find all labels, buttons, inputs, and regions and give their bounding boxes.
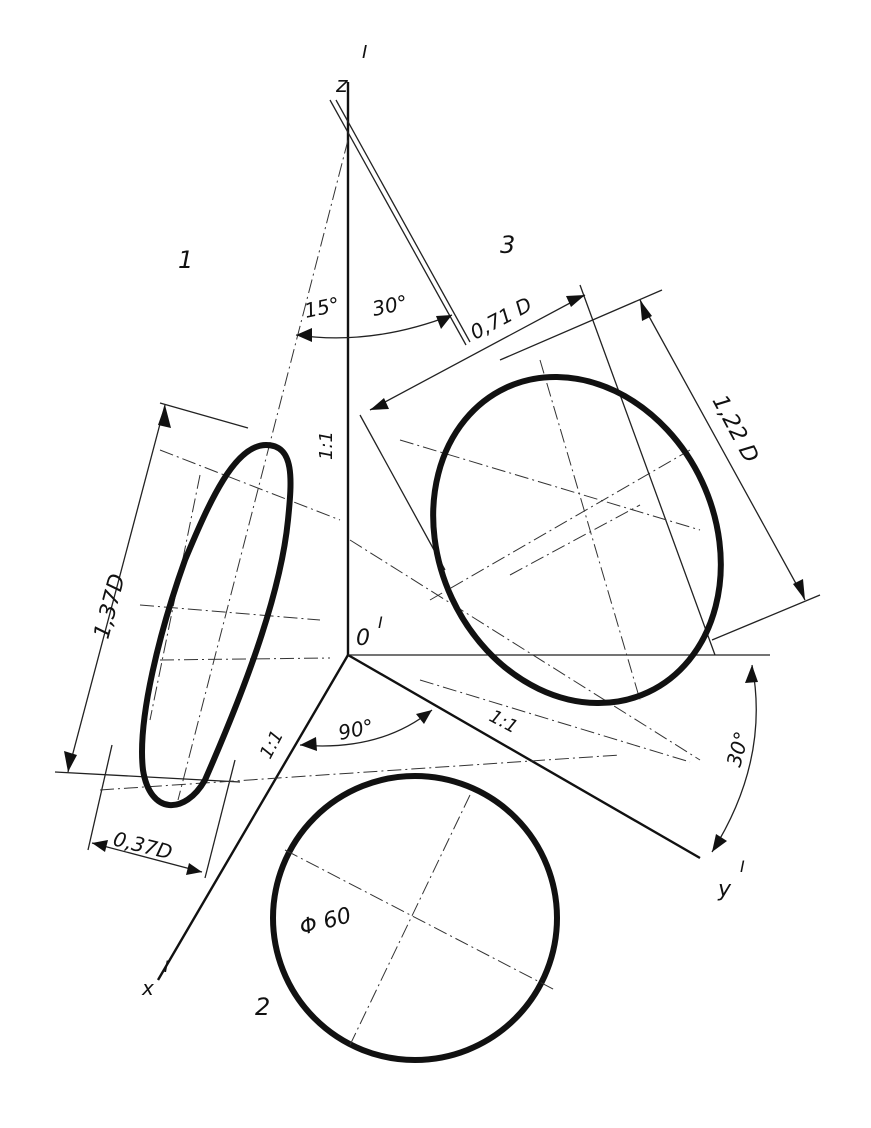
construction-line-30deg-b <box>335 99 471 343</box>
centerline <box>399 439 701 531</box>
angle-arc-30-right <box>711 664 757 853</box>
z-axis-label: z <box>335 73 348 98</box>
origin-label: 0 <box>356 626 370 651</box>
ext-line <box>54 771 241 783</box>
centerline <box>284 849 556 991</box>
x-axis-label: x <box>141 976 154 1000</box>
arrowhead <box>64 751 77 772</box>
dim-line-minor-3 <box>369 294 586 411</box>
arrowhead <box>745 665 758 683</box>
z-axis-prime: I <box>362 42 367 63</box>
y-axis-prime: I <box>740 857 745 876</box>
arrowhead <box>300 737 317 751</box>
y-axis-label: y <box>717 877 732 902</box>
arrowhead <box>640 300 652 321</box>
construction-line-30deg-a <box>329 99 467 346</box>
angle-30-right-label: 30° <box>722 729 754 769</box>
origin-prime: I <box>378 613 383 632</box>
ellipse-view-3 <box>430 373 724 707</box>
centerline <box>99 754 621 791</box>
circle-dim-label: Φ 60 <box>297 903 354 941</box>
angle-15-label: 15° <box>302 292 342 323</box>
centerline <box>159 657 331 661</box>
view-3-label: 3 <box>500 231 515 259</box>
arrowhead <box>712 834 727 852</box>
centerline <box>349 794 471 1046</box>
circle-view-2 <box>270 773 560 1063</box>
centerline <box>349 539 701 761</box>
arrowhead <box>158 405 171 428</box>
view-1-label: 1 <box>178 246 193 274</box>
ellipse-view-1 <box>139 441 294 809</box>
y-axis <box>347 653 701 860</box>
construction-line-15deg <box>177 139 349 801</box>
centerline <box>159 449 341 521</box>
dim-major-1-label: 1,37D <box>90 571 131 641</box>
x-axis <box>156 654 350 981</box>
ext-line <box>87 744 113 851</box>
ext-line <box>579 284 716 656</box>
arrowhead <box>92 840 108 852</box>
arrowhead <box>416 710 432 724</box>
arrowhead <box>566 295 585 307</box>
view-2-label: 2 <box>255 993 270 1021</box>
arrowhead <box>436 315 452 329</box>
dim-major-3-label: 1,22 D <box>707 391 763 467</box>
dim-line-major-1 <box>67 404 166 773</box>
centerline <box>429 449 691 601</box>
centerline <box>509 504 641 576</box>
dim-line-minor-1 <box>91 842 203 873</box>
ext-line <box>711 594 821 641</box>
centerline <box>419 679 691 763</box>
dim-minor-3-label: 0,71 D <box>466 292 536 344</box>
dim-line-major-3 <box>639 299 806 601</box>
ext-line <box>359 414 446 571</box>
x-axis-prime: I <box>164 957 169 976</box>
x-scale-label: 1:1 <box>256 727 288 762</box>
arrowhead <box>186 863 202 875</box>
arrowhead <box>793 579 805 600</box>
y-scale-label: 1:1 <box>486 706 521 738</box>
ext-line <box>499 289 663 361</box>
arrowhead <box>296 328 312 342</box>
z-scale-label: 1:1 <box>316 431 337 460</box>
dim-minor-1-label: 0,37D <box>111 827 175 865</box>
arrowhead <box>370 398 389 410</box>
ext-line <box>204 759 236 879</box>
angle-30-top-label: 30° <box>370 290 410 321</box>
centerline <box>539 359 641 701</box>
angle-arc-top <box>295 314 453 339</box>
ext-line <box>159 402 249 429</box>
